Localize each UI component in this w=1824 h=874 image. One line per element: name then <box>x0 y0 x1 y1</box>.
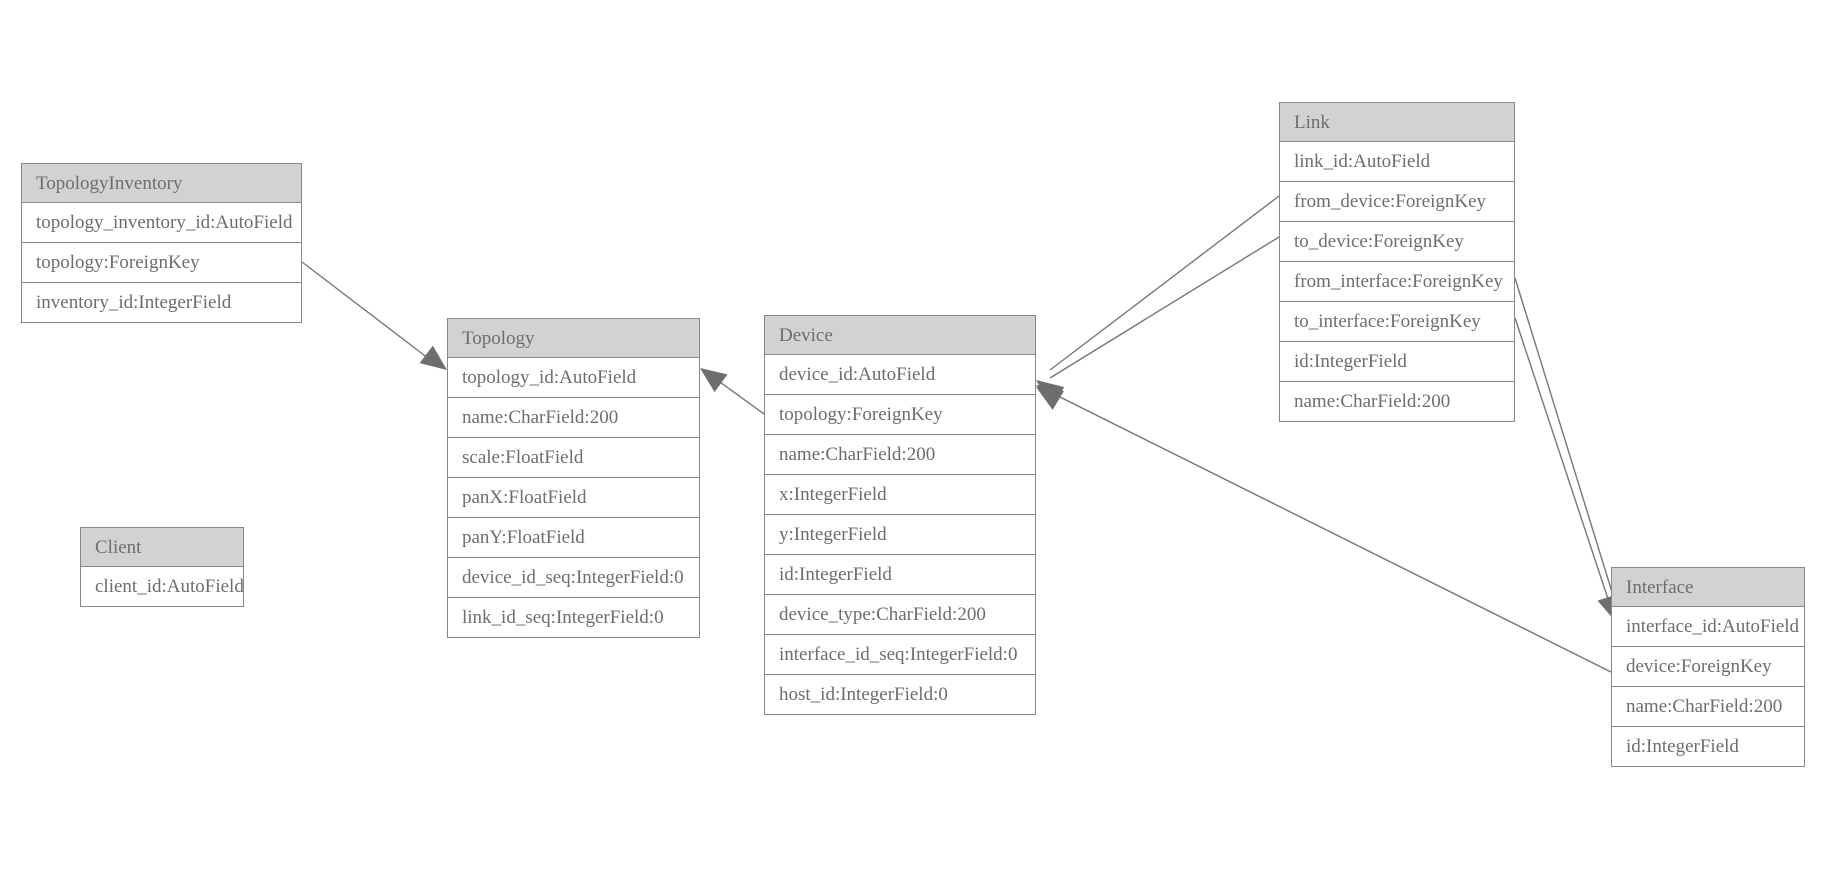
entity-attribute[interactable]: link_id:AutoField <box>1280 142 1514 182</box>
rel-topologyinventory-topology <box>301 261 447 370</box>
entity-title-device: Device <box>765 315 1035 355</box>
entity-title-topologyinventory: TopologyInventory <box>22 163 301 203</box>
entity-attribute[interactable]: id:IntegerField <box>1612 727 1804 767</box>
entity-attribute[interactable]: interface_id:AutoField <box>1612 607 1804 647</box>
relationship-line <box>1514 317 1611 606</box>
entity-title-topology: Topology <box>448 318 699 358</box>
entity-attribute[interactable]: device_id:AutoField <box>765 355 1035 395</box>
entity-attribute[interactable]: name:CharField:200 <box>765 435 1035 475</box>
entity-attribute[interactable]: id:IntegerField <box>765 555 1035 595</box>
entity-attribute[interactable]: link_id_seq:IntegerField:0 <box>448 598 699 638</box>
entity-attribute[interactable]: client_id:AutoField <box>81 567 243 607</box>
entity-attribute[interactable]: name:CharField:200 <box>448 398 699 438</box>
rel-link-from-device <box>1036 195 1280 405</box>
relationship-line <box>301 261 438 366</box>
entity-attribute[interactable]: x:IntegerField <box>765 475 1035 515</box>
entity-attribute[interactable]: scale:FloatField <box>448 438 699 478</box>
entity-attribute[interactable]: interface_id_seq:IntegerField:0 <box>765 635 1035 675</box>
entity-attribute[interactable]: name:CharField:200 <box>1612 687 1804 727</box>
rel-link-to-device <box>1036 236 1280 410</box>
entity-attribute[interactable]: from_interface:ForeignKey <box>1280 262 1514 302</box>
rel-device-topology <box>700 368 765 415</box>
entity-attribute[interactable]: id:IntegerField <box>1280 342 1514 382</box>
entity-attribute[interactable]: device:ForeignKey <box>1612 647 1804 687</box>
entity-attribute[interactable]: device_type:CharField:200 <box>765 595 1035 635</box>
entity-attribute[interactable]: host_id:IntegerField:0 <box>765 675 1035 715</box>
relationship-line <box>1514 277 1617 606</box>
entity-attribute[interactable]: to_device:ForeignKey <box>1280 222 1514 262</box>
relationship-line <box>712 376 765 415</box>
entity-attribute[interactable]: topology_inventory_id:AutoField <box>22 203 301 243</box>
entity-title-interface: Interface <box>1612 567 1804 607</box>
entity-attribute[interactable]: device_id_seq:IntegerField:0 <box>448 558 699 598</box>
entity-attribute[interactable]: topology_id:AutoField <box>448 358 699 398</box>
entity-attribute[interactable]: to_interface:ForeignKey <box>1280 302 1514 342</box>
entity-attribute[interactable]: y:IntegerField <box>765 515 1035 555</box>
entity-attribute[interactable]: topology:ForeignKey <box>765 395 1035 435</box>
entity-attribute[interactable]: topology:ForeignKey <box>22 243 301 283</box>
entity-attribute[interactable]: panX:FloatField <box>448 478 699 518</box>
entity-attribute[interactable]: name:CharField:200 <box>1280 382 1514 422</box>
entity-attribute[interactable]: inventory_id:IntegerField <box>22 283 301 323</box>
entity-attribute[interactable]: from_device:ForeignKey <box>1280 182 1514 222</box>
relationship-line <box>1049 195 1280 371</box>
entity-title-client: Client <box>81 527 243 567</box>
rel-link-to-interface <box>1514 317 1619 622</box>
relationship-line <box>1049 236 1280 379</box>
entity-attribute[interactable]: panY:FloatField <box>448 518 699 558</box>
relationship-line <box>1049 391 1612 673</box>
entity-title-link: Link <box>1280 102 1514 142</box>
